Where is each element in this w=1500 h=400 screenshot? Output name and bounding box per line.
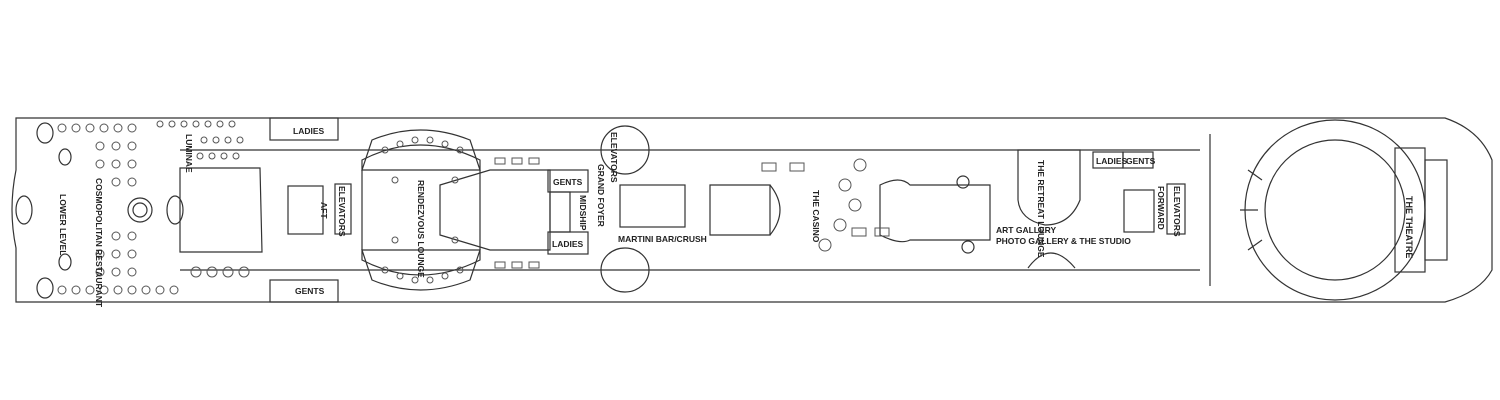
casino-tables: [761, 158, 890, 252]
label-midship: MIDSHIP: [578, 195, 588, 231]
label-art-gallery: ART GALLERY: [996, 225, 1056, 235]
label-ladies-forward: LADIES: [1096, 156, 1128, 166]
label-gents-forward: GENTS: [1126, 156, 1156, 166]
label-martini-bar-crush: MARTINI BAR/CRUSH: [618, 234, 707, 244]
label-lower-level: LOWER LEVEL: [58, 194, 68, 255]
label-retreat-lounge: THE RETREAT LOUNGE: [1036, 160, 1046, 258]
label-elevators-forward: ELEVATORS: [1172, 186, 1182, 237]
label-rendezvous-lounge: RENDEZVOUS LOUNGE: [416, 180, 426, 278]
label-photo-gallery-studio: PHOTO GALLERY & THE STUDIO: [996, 236, 1131, 246]
restaurant-seating-top: [57, 123, 137, 187]
label-luminae: LUMINAE: [184, 134, 194, 173]
label-forward: FORWARD: [1156, 186, 1166, 230]
luminae-seating: [156, 120, 244, 160]
label-gents-aft: GENTS: [295, 286, 325, 296]
label-ladies-midship: LADIES: [552, 239, 584, 249]
label-cosmopolitan-restaurant: COSMOPOLITAN RESTAURANT: [94, 178, 104, 308]
label-aft: AFT: [319, 202, 329, 219]
label-gents-midship: GENTS: [553, 177, 583, 187]
lounge-seating: [381, 136, 464, 284]
label-elevators-aft: ELEVATORS: [337, 186, 347, 237]
label-grand-foyer: GRAND FOYER: [596, 164, 606, 227]
label-the-theatre: THE THEATRE: [1404, 196, 1414, 258]
label-ladies-aft: LADIES: [293, 126, 325, 136]
label-elevators-midship: ELEVATORS: [609, 132, 619, 183]
label-the-casino: THE CASINO: [811, 190, 821, 243]
ship-hull-outline: [11, 117, 1493, 303]
midship-seating: [494, 157, 540, 269]
restaurant-seating-bottom: [57, 231, 250, 295]
